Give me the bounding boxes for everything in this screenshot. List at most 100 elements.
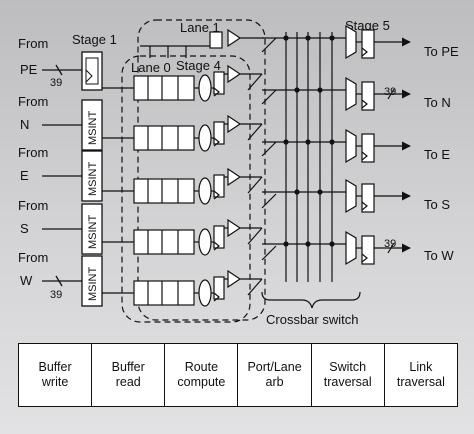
crossbar-junction	[317, 189, 323, 195]
route-compute-unit	[198, 228, 212, 256]
pipeline-register	[213, 225, 225, 249]
lane-rows	[102, 64, 263, 307]
lane1-top-buffer	[140, 28, 264, 58]
output-pe-label: To PE	[424, 44, 459, 59]
crossbar-junction	[305, 241, 311, 247]
register-clock-mark	[213, 190, 220, 200]
crossbar-switch	[261, 32, 346, 282]
crossbar-junction	[294, 189, 300, 195]
crossbar-junction	[283, 139, 289, 145]
crossbar-label: Crossbar switch	[266, 312, 358, 327]
input-buffer	[133, 125, 195, 151]
buffer-cell-dividers	[147, 126, 179, 150]
route-compute-unit	[198, 74, 212, 102]
arbiter	[227, 114, 242, 134]
output-w-bus-slash	[387, 242, 395, 254]
input-buffer	[133, 75, 195, 101]
output-lane-4	[345, 230, 411, 266]
msint-w: MSINT	[81, 255, 103, 307]
crossbar-input-slant	[261, 141, 277, 157]
route-compute-unit	[198, 279, 212, 307]
crossbar-feed	[247, 278, 263, 296]
output-lane-2	[345, 128, 411, 164]
input-w-width-label: 39	[50, 289, 62, 301]
output-n-width-label: 39	[384, 86, 396, 98]
register-clock-mark	[361, 47, 368, 57]
crossbar-input-slant	[261, 37, 277, 53]
msint-n-label: MSINT	[87, 111, 99, 146]
output-mux	[345, 128, 357, 164]
input-pe-from: From	[18, 36, 48, 51]
msint-e-label: MSINT	[87, 162, 99, 197]
register-clock-mark	[361, 151, 368, 161]
input-n-from: From	[18, 94, 48, 109]
route-compute-unit	[198, 177, 212, 205]
register-clock-mark	[213, 292, 220, 302]
lane-row-2	[102, 167, 263, 205]
lane-row-1	[102, 114, 263, 152]
crossbar-feed	[247, 176, 263, 194]
lane1-outline	[137, 19, 266, 321]
route-compute-unit	[198, 124, 212, 152]
register-clock-mark	[361, 201, 368, 211]
output-w-width-label: 39	[384, 238, 396, 250]
msint-s-label: MSINT	[87, 215, 99, 250]
stage1-pe-input	[81, 51, 103, 91]
input-labels: From PE From N From E From S From W	[18, 36, 48, 288]
register-clock-mark	[361, 253, 368, 263]
register-clock-mark	[361, 99, 368, 109]
input-w-port: W	[20, 273, 33, 288]
msint-s: MSINT	[81, 203, 103, 255]
msint-n: MSINT	[81, 99, 103, 151]
crossbar-feed	[247, 227, 263, 245]
output-n-label: To N	[424, 95, 451, 110]
input-e-port: E	[20, 168, 29, 183]
buffer-cell-dividers	[147, 230, 179, 254]
lane0-label: Lane 0	[131, 60, 171, 75]
buffer-cell-dividers	[147, 76, 179, 100]
output-s-label: To S	[424, 197, 450, 212]
input-s-port: S	[20, 221, 29, 236]
input-wires	[42, 64, 82, 287]
lane-row-4	[102, 269, 263, 307]
input-pe-port: PE	[20, 62, 38, 77]
output-lane-3	[345, 178, 411, 214]
pipeline-register	[213, 71, 225, 95]
crossbar-junction	[305, 139, 311, 145]
lane1-label: Lane 1	[180, 20, 220, 35]
input-w-from: From	[18, 250, 48, 265]
input-buffer	[133, 229, 195, 255]
pipeline-register	[213, 276, 225, 300]
pipeline-register	[213, 174, 225, 198]
output-e-label: To E	[424, 147, 450, 162]
output-n-bus-slash	[387, 88, 395, 100]
arbiter	[227, 218, 242, 238]
crossbar-brace	[261, 291, 361, 309]
input-e-from: From	[18, 145, 48, 160]
crossbar-feed	[247, 73, 263, 91]
arbiter	[227, 269, 242, 289]
stage1-label: Stage 1	[72, 32, 117, 47]
crossbar-junction	[283, 35, 289, 41]
crossbar-junction	[317, 87, 323, 93]
input-n-port: N	[20, 117, 29, 132]
buffer-cell-dividers	[147, 179, 179, 203]
stage5-label: Stage 5	[345, 18, 390, 33]
crossbar-junction	[305, 35, 311, 41]
output-lane-0	[345, 24, 411, 60]
output-mux	[345, 76, 357, 112]
output-mux	[345, 24, 357, 60]
pipeline-register	[213, 121, 225, 145]
output-stage	[345, 24, 411, 266]
crossbar-junction	[294, 87, 300, 93]
register-clock-mark	[213, 241, 220, 251]
crossbar-feed	[247, 123, 263, 141]
output-mux	[345, 178, 357, 214]
